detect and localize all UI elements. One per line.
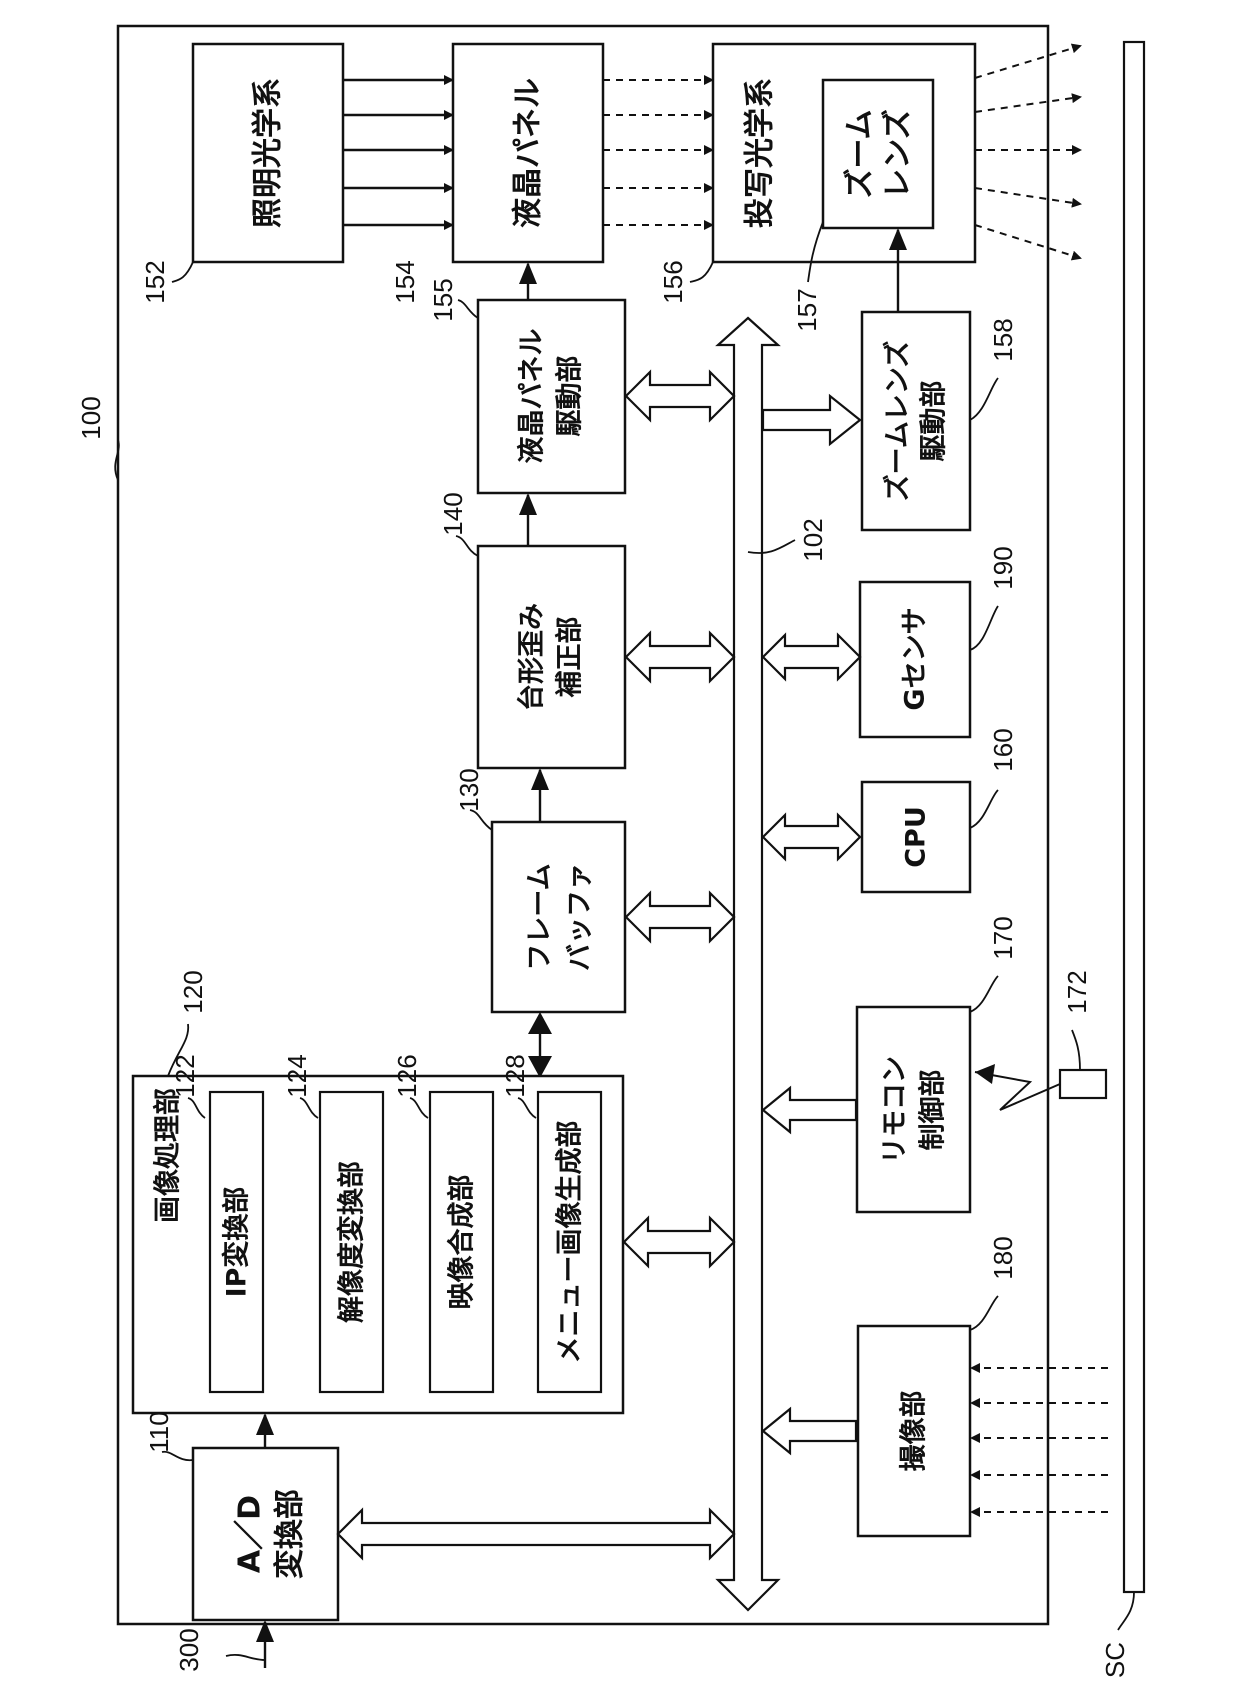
g-sensor-label: Gセンサ [900, 607, 931, 710]
ref-180: 180 [988, 1236, 1018, 1279]
lcd-driver-block [478, 300, 625, 493]
ad-converter-label-2: 変換部 [273, 1489, 308, 1579]
ref-126: 126 [392, 1054, 422, 1097]
ref-170: 170 [988, 916, 1018, 959]
ref-157: 157 [792, 288, 822, 331]
resolution-conversion-label: 解像度変換部 [336, 1161, 368, 1323]
ref-128: 128 [500, 1054, 530, 1097]
ref-124: 124 [282, 1054, 312, 1097]
menu-image-generator-label: メニュー画像生成部 [554, 1121, 586, 1364]
ref-158: 158 [988, 318, 1018, 361]
imaging-label: 撮像部 [898, 1391, 930, 1472]
illumination-optics-label: 照明光学系 [251, 78, 286, 228]
remote-controller-172 [1060, 1070, 1106, 1098]
keystone-correction-block [478, 546, 625, 768]
image-processing-label: 画像処理部 [152, 1088, 184, 1223]
ad-converter-label-1: A／D [233, 1495, 268, 1573]
remote-control-block [857, 1007, 970, 1212]
ref-102: 102 [798, 518, 828, 561]
zoom-lens-block [823, 80, 933, 228]
ref-172: 172 [1062, 970, 1092, 1013]
zoom-lens-label-1: ズーム [843, 109, 878, 198]
ref-122: 122 [170, 1054, 200, 1097]
lcd-driver-label-2: 駆動部 [554, 356, 586, 437]
screen-sc [1124, 42, 1144, 1592]
keystone-label-1: 台形歪み [516, 603, 548, 711]
lcd-driver-label-1: 液晶パネル [517, 329, 548, 464]
ref-154: 154 [390, 260, 420, 303]
ref-120: 120 [178, 970, 208, 1013]
projection-optics-label: 投写光学系 [743, 78, 778, 228]
ref-sc: SC [1100, 1642, 1130, 1678]
frame-buffer-label-1: フレーム [525, 863, 556, 970]
ref-155: 155 [428, 278, 458, 321]
zoom-lens-label-2: レンズ [881, 109, 916, 198]
ref-140: 140 [438, 492, 468, 535]
ip-conversion-label: IP変換部 [221, 1187, 253, 1298]
ref-156: 156 [658, 260, 688, 303]
frame-buffer-label-2: バッファ [565, 863, 596, 971]
zoom-driver-label-2: 駆動部 [918, 381, 950, 462]
remote-label-2: 制御部 [917, 1070, 949, 1151]
zoom-driver-label-1: ズームレンズ [882, 341, 914, 502]
ref-110: 110 [144, 1411, 174, 1452]
zoom-driver-block [862, 312, 970, 530]
ref-160: 160 [988, 728, 1018, 771]
lcd-panel-label: 液晶パネル [511, 78, 546, 228]
video-composite-label: 映像合成部 [446, 1175, 478, 1310]
frame-buffer-block [492, 822, 625, 1012]
ref-100: 100 [76, 396, 106, 439]
remote-label-1: リモコン [880, 1056, 911, 1164]
ref-152: 152 [140, 260, 170, 303]
cpu-label: CPU [901, 806, 932, 868]
keystone-label-2: 補正部 [554, 617, 586, 699]
ref-300: 300 [174, 1628, 204, 1671]
ref-130: 130 [454, 768, 484, 811]
ref-190: 190 [988, 546, 1018, 589]
